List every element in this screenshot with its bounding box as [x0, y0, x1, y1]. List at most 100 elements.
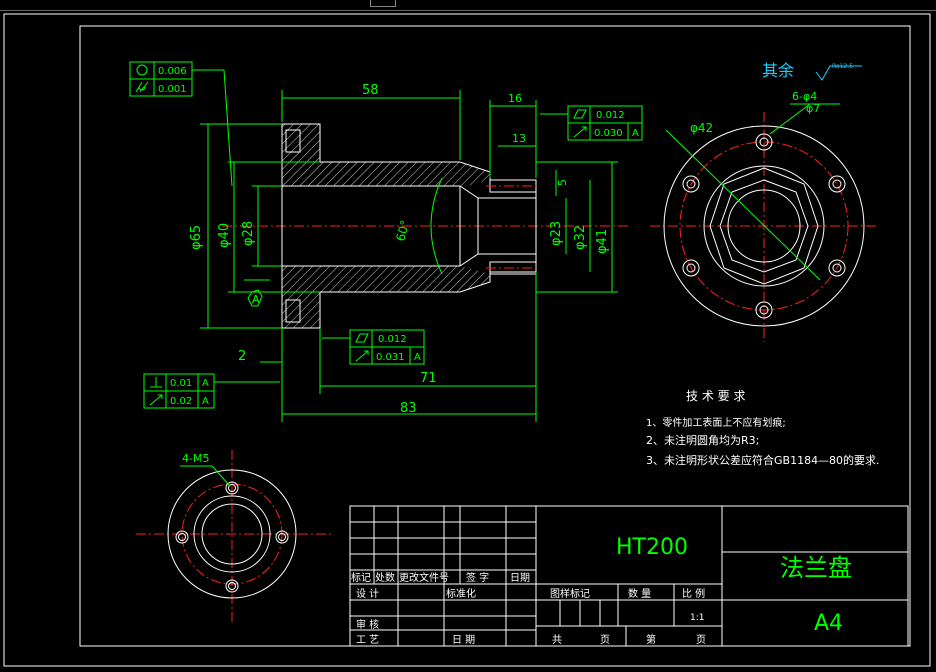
dim-phi-28: φ28	[241, 221, 256, 246]
runout-icon	[149, 394, 163, 406]
dim-phi-65: φ65	[189, 225, 204, 250]
roughness-symbol-icon	[815, 65, 862, 81]
front-hex-outer	[709, 167, 819, 285]
perpendicularity-icon	[150, 377, 162, 388]
datum-a-marker	[247, 289, 263, 307]
tb-label-tuyang: 图样标记	[550, 587, 590, 600]
svg-text:A: A	[414, 352, 421, 363]
hatch-top	[282, 124, 490, 188]
tb-label-riqi: 日期	[510, 572, 530, 584]
svg-text:0.02: 0.02	[170, 396, 192, 407]
front-pcd	[679, 141, 849, 311]
svg-text:0.031: 0.031	[376, 352, 405, 363]
dim-2: 2	[238, 349, 246, 364]
circularity-icon	[136, 64, 148, 76]
svg-text:A: A	[202, 378, 209, 389]
tb-label-riqi2: 日 期	[452, 634, 475, 646]
tb-label-shuliang: 数 量	[628, 587, 651, 600]
cone-top	[459, 185, 479, 199]
tb-label-biaoji: 标记	[351, 572, 371, 584]
surface-note-text: 其余	[762, 61, 794, 80]
cone-bottom	[459, 253, 479, 267]
side-bore	[201, 503, 263, 565]
tb-label-gong: 共	[552, 634, 562, 646]
dim-phi-32: φ32	[573, 225, 588, 250]
svg-text:A: A	[202, 396, 209, 407]
section-view	[222, 123, 630, 329]
fcf-top-left: 0.006 0.001	[129, 61, 233, 187]
dim-phi-23: φ23	[549, 221, 564, 246]
fcf-top-right: 0.012 0.030 A	[540, 105, 643, 141]
front-bore	[727, 189, 801, 263]
dim-13: 13	[512, 132, 526, 145]
front-bolt-holes	[682, 133, 846, 319]
front-cbore-label: φ7	[806, 102, 820, 115]
svg-text:A: A	[632, 128, 639, 139]
tb-label-chushu: 处数	[375, 571, 395, 584]
front-pcd-label: φ42	[690, 121, 713, 135]
dim-83: 83	[400, 401, 417, 416]
tech-requirements: 技 术 要 求 1、零件加工表面上不应有划痕; 2、未注明圆角均为R3; 3、未…	[646, 389, 880, 467]
tb-label-shenhe: 审 核	[356, 618, 379, 631]
tb-label-gongyi: 工 艺	[356, 634, 379, 646]
tech-req-item-1: 1、零件加工表面上不应有划痕;	[646, 416, 786, 429]
tb-label-ye1: 页	[600, 634, 610, 646]
svg-text:0.001: 0.001	[158, 84, 187, 95]
angle-arc	[430, 177, 443, 275]
hatch-bottom	[282, 266, 490, 328]
flatness-icon	[573, 109, 587, 119]
flange-pocket-bottom	[285, 299, 301, 323]
dim-angle-60: 60°	[393, 219, 412, 243]
tb-part-name: 法兰盘	[780, 554, 852, 582]
front-boss	[703, 165, 825, 287]
cad-drawing: 58 16 13 5 φ65 φ40 φ28 φ23 φ32 φ41 60° 2…	[3, 13, 931, 667]
tb-label-qianzi: 签 字	[466, 571, 489, 584]
svg-text:0.006: 0.006	[158, 66, 187, 77]
side-tapped-holes	[175, 481, 289, 593]
svg-text:0.030: 0.030	[594, 128, 623, 139]
title-block: 标记 处数 更改文件号 签 字 日期 设 计 标准化 审 核 工 艺 日 期 图…	[349, 505, 909, 647]
side-view: 4-M5	[136, 450, 334, 622]
front-holes-label: 6-φ4	[792, 90, 817, 103]
cylindricity-icon	[135, 81, 149, 93]
sheet-inner-frame	[79, 25, 911, 647]
dim-71: 71	[420, 371, 437, 386]
tb-label-sheji: 设 计	[356, 587, 379, 600]
tb-label-di: 第	[646, 633, 656, 646]
dim-58: 58	[362, 83, 379, 98]
window-top-edge	[0, 0, 936, 11]
runout-icon	[355, 350, 369, 362]
tb-label-ye2: 页	[696, 634, 706, 646]
section-dimension-labels: 58 16 13 5 φ65 φ40 φ28 φ23 φ32 φ41 60° 2…	[189, 83, 610, 416]
dim-5: 5	[556, 179, 569, 186]
front-hex-inner	[719, 179, 809, 273]
svg-text:0.012: 0.012	[378, 334, 407, 345]
resize-handle[interactable]	[370, 0, 396, 7]
tb-sheet-size: A4	[814, 611, 843, 636]
side-holes-label: 4-M5	[182, 452, 209, 465]
tb-material: HT200	[616, 535, 688, 560]
tech-req-item-3: 3、未注明形状公差应符合GB1184—80的要求.	[646, 453, 880, 467]
svg-text:0.01: 0.01	[170, 378, 192, 389]
tb-label-bili: 比 例	[682, 587, 705, 600]
tb-label-biaozhunhua: 标准化	[446, 587, 476, 600]
flange-pocket-top	[285, 129, 301, 153]
side-outer	[167, 469, 297, 599]
dim-16: 16	[508, 92, 522, 105]
side-mid	[193, 495, 271, 573]
tech-req-item-2: 2、未注明圆角均为R3;	[646, 433, 759, 447]
flatness-icon	[355, 333, 369, 343]
surface-note: 其余 Ra12.5	[762, 61, 862, 81]
front-view: φ42 6-φ4 φ7	[650, 90, 878, 342]
front-outer	[663, 125, 865, 327]
tech-req-title: 技 术 要 求	[686, 389, 745, 403]
tb-label-wenjian: 更改文件号	[399, 571, 449, 584]
dim-phi-41: φ41	[595, 229, 610, 254]
datum-a-label: A	[252, 293, 260, 306]
runout-icon	[573, 126, 587, 138]
sheet-outer-frame	[3, 13, 931, 667]
fcf-bottom: 0.01 A 0.02 A	[143, 373, 280, 409]
dim-phi-40: φ40	[217, 223, 232, 248]
fcf-mid: 0.012 0.031 A	[322, 329, 425, 365]
surface-roughness-value: Ra12.5	[832, 63, 853, 70]
